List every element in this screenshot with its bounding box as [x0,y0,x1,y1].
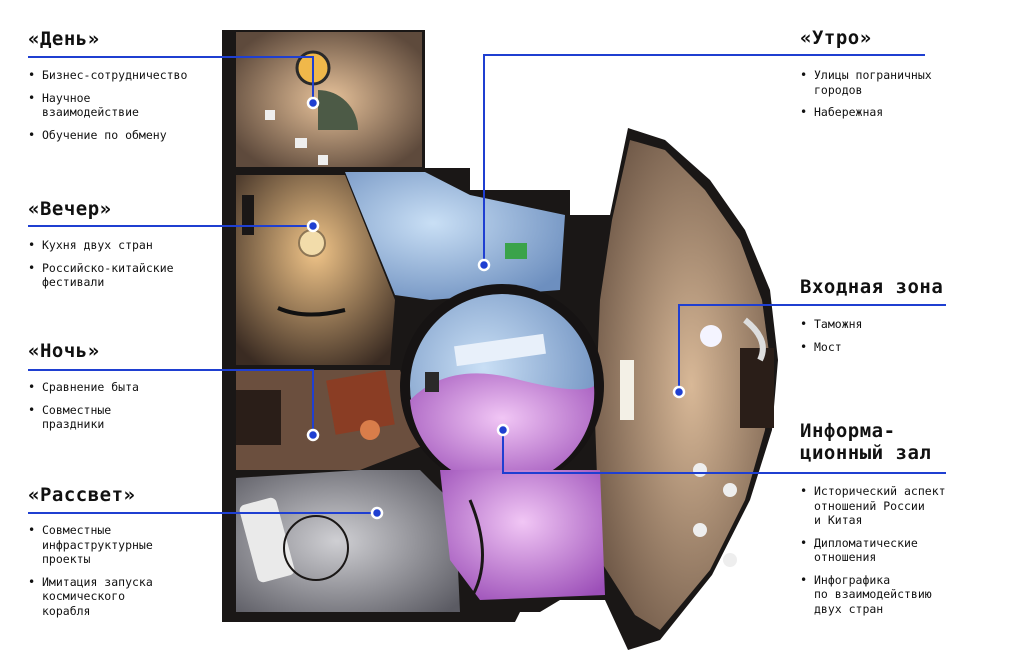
list-item: Бизнес-сотрудничество [28,68,228,83]
evening-marker [306,219,320,233]
zone-night-list: Сравнение быта Совместные праздники [28,380,228,440]
zone-day-list: Бизнес-сотрудничество Научное взаимодейс… [28,68,228,150]
zone-dawn-title: «Рассвет» [28,484,136,506]
zone-evening-title: «Вечер» [28,198,112,220]
list-item: Сравнение быта [28,380,228,395]
list-item: Кухня двух стран [28,238,228,253]
list-item: Научное взаимодействие [28,91,228,120]
night-marker [306,428,320,442]
list-item: Российско-китайские фестивали [28,261,228,290]
zone-day-title: «День» [28,28,100,50]
zone-night-title: «Ночь» [28,340,100,362]
dawn-ring-icon [283,515,349,581]
list-item: Обучение по обмену [28,128,228,143]
list-item: Имитация запуска космического корабля [28,575,228,619]
zone-entrance-area [595,140,770,630]
list-item: Исторический аспект отношений России и К… [800,484,1020,528]
entrance-marker [672,385,686,399]
list-item: Набережная [800,105,1000,120]
list-item: Совместные инфраструктурные проекты [28,523,228,567]
info-marker [496,423,510,437]
zone-info-title: Информа- ционный зал [800,420,932,464]
dawn-marker [370,506,384,520]
list-item: Совместные праздники [28,403,228,432]
list-item: Мост [800,340,1000,355]
zone-info-list: Исторический аспект отношений России и К… [800,484,1020,624]
zone-entrance-list: Таможня Мост [800,317,1000,362]
list-item: Дипломатические отношения [800,536,1020,565]
zone-morning-title: «Утро» [800,27,872,49]
list-item: Таможня [800,317,1000,332]
zone-morning-list: Улицы пограничных городов Набережная [800,68,1000,128]
zone-morning-area [345,172,565,300]
list-item: Улицы пограничных городов [800,68,1000,97]
zone-entrance-title: Входная зона [800,276,944,298]
zone-evening-room [236,175,395,365]
day-marker [306,96,320,110]
zone-dawn-list: Совместные инфраструктурные проекты Имит… [28,523,228,626]
list-item: Инфографика по взаимодействию двух стран [800,573,1020,617]
morning-marker [477,258,491,272]
zone-evening-list: Кухня двух стран Российско-китайские фес… [28,238,228,298]
